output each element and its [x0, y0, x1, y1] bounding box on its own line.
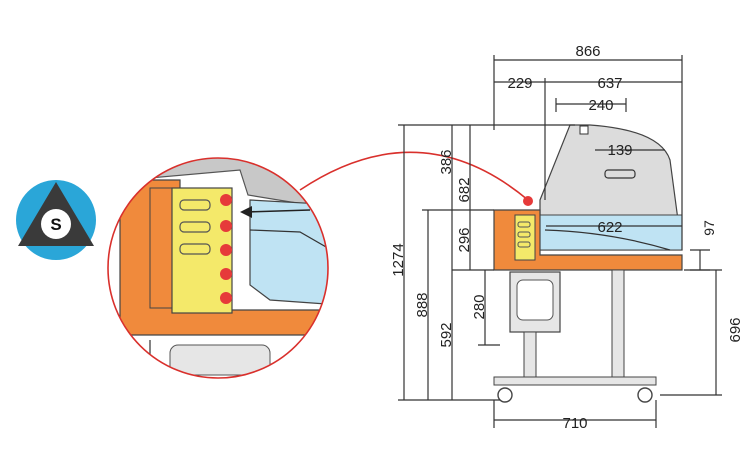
dimension-lines	[398, 55, 722, 428]
dim-592: 592	[438, 322, 455, 347]
dimension-labels: 866 229 637 240 139 622 97 696 1274 888 …	[390, 43, 744, 432]
dim-888: 888	[414, 292, 431, 317]
s-badge-icon: S	[16, 180, 96, 260]
dim-866: 866	[575, 43, 600, 60]
dim-280: 280	[471, 294, 488, 319]
dim-637: 637	[597, 75, 622, 92]
leader-target-dot	[523, 196, 533, 206]
dim-622: 622	[597, 219, 622, 236]
zoom-detail	[108, 158, 328, 378]
badge-letter: S	[50, 215, 61, 234]
dim-682: 682	[456, 177, 473, 202]
dim-296: 296	[456, 227, 473, 252]
counter-side-view	[493, 124, 683, 403]
dim-97: 97	[701, 220, 717, 236]
zoom-leader-line	[299, 151, 529, 201]
dim-386: 386	[438, 149, 455, 174]
dim-710: 710	[562, 415, 587, 432]
dim-240: 240	[588, 97, 613, 114]
zoom-circle-outline	[107, 157, 329, 379]
dim-139: 139	[607, 142, 632, 159]
badge-inner-circle	[41, 209, 71, 239]
dim-1274: 1274	[390, 243, 407, 276]
dim-696: 696	[727, 317, 744, 342]
dim-229: 229	[507, 75, 532, 92]
